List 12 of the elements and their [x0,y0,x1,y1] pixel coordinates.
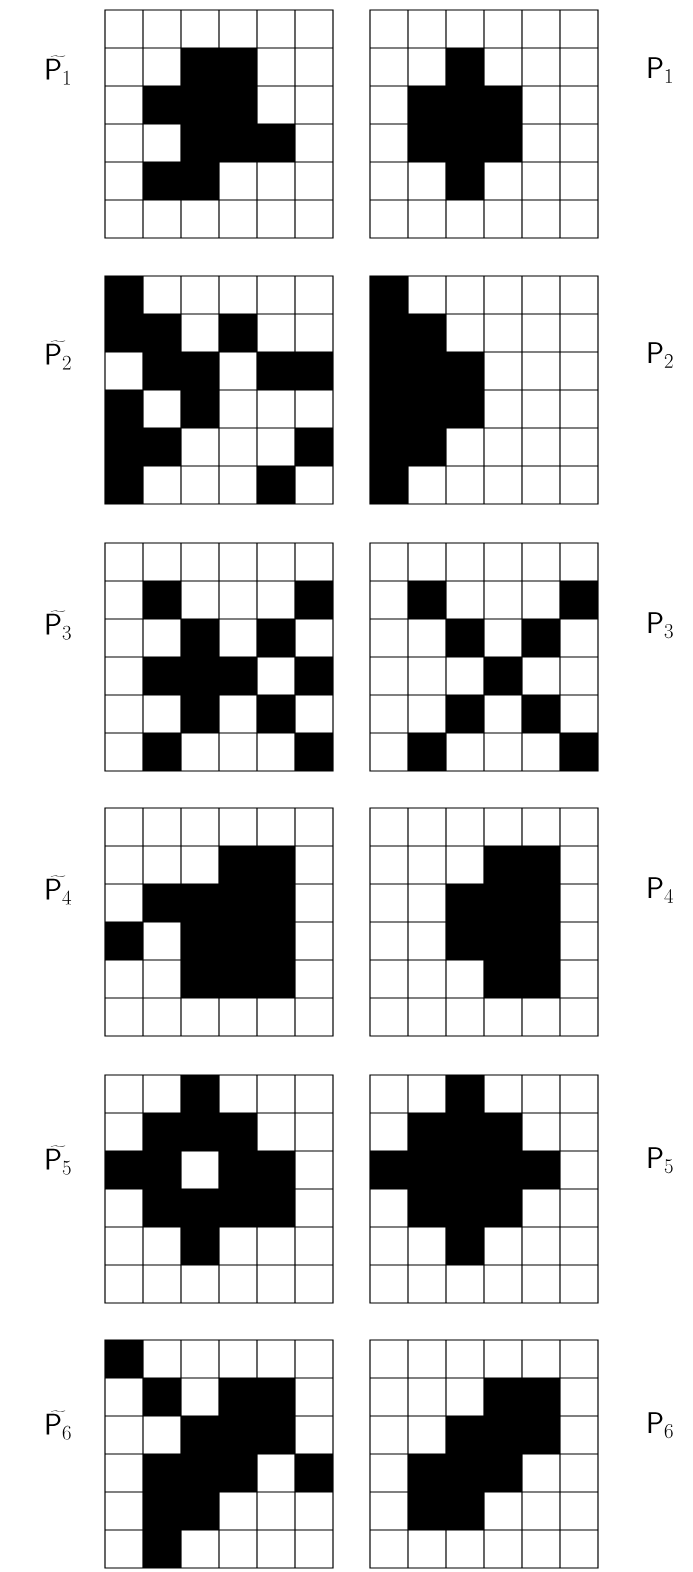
pattern-label: $\widetilde{\mathsf{P}_{5}}$ [46,1145,71,1175]
pattern-label: $\mathsf{P}_{1}$ [648,57,672,83]
pattern-label: $\widetilde{\mathsf{P}_{2}}$ [46,340,71,370]
pattern-label: $\widetilde{\mathsf{P}_{6}}$ [46,1410,71,1440]
pattern-label: $\widetilde{\mathsf{P}_{1}}$ [46,55,70,85]
pattern-label: $\widetilde{\mathsf{P}_{4}}$ [46,875,72,905]
pattern-label: $\mathsf{P}_{3}$ [648,612,673,639]
pattern-label: $\mathsf{P}_{6}$ [648,1412,673,1439]
pattern-label: $\mathsf{P}_{5}$ [648,1147,673,1174]
pattern-label: $\widetilde{\mathsf{P}_{3}}$ [46,610,71,640]
pattern-label: $\mathsf{P}_{2}$ [648,342,673,368]
pattern-label: $\mathsf{P}_{4}$ [648,877,674,903]
